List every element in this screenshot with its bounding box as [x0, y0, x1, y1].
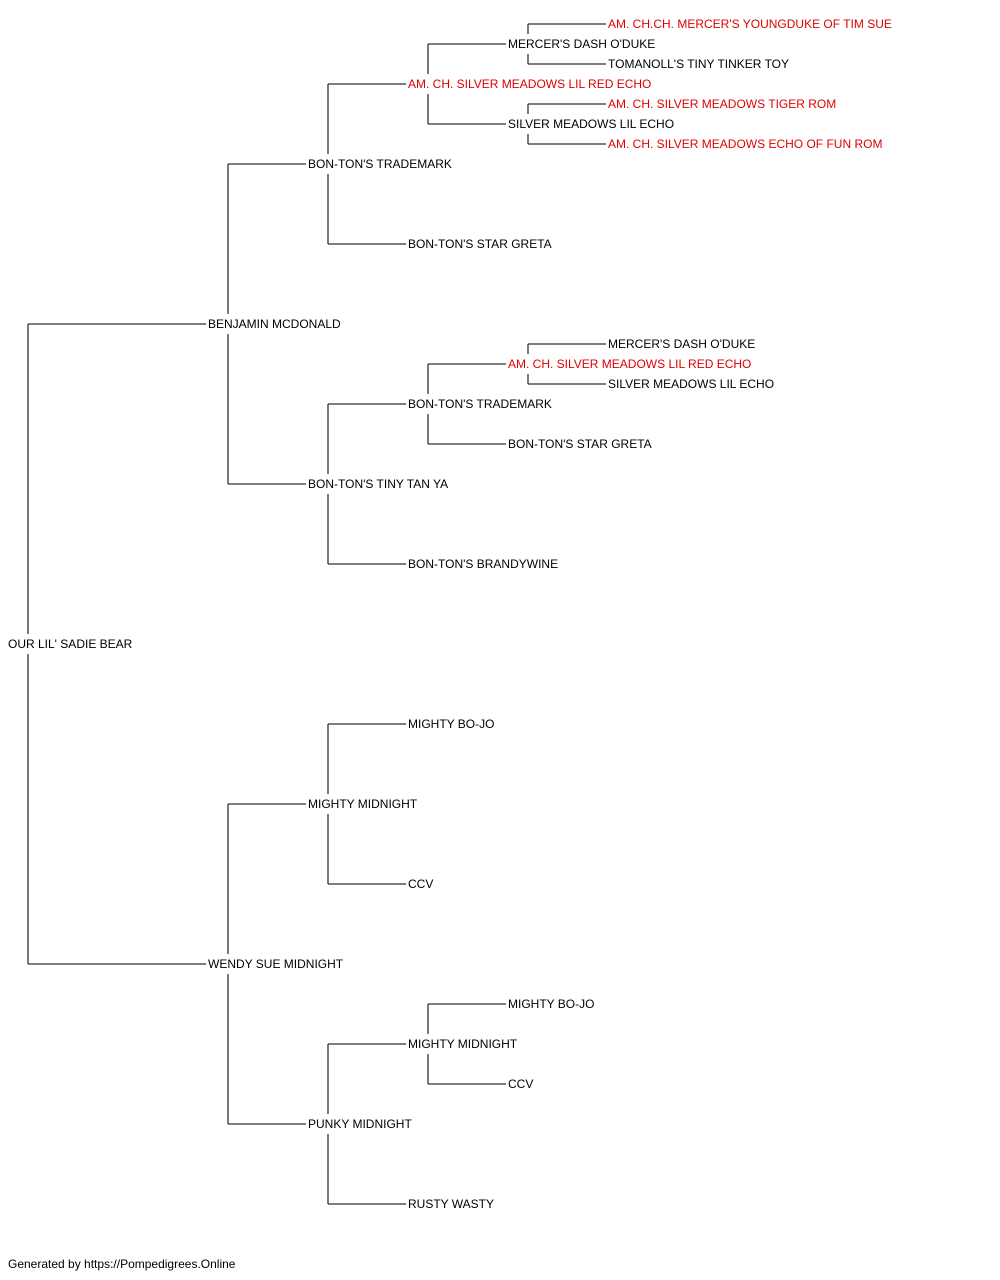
pedigree-name: AM. CH.CH. MERCER'S YOUNGDUKE OF TIM SUE: [608, 17, 894, 31]
pedigree-name: AM. CH. SILVER MEADOWS LIL RED ECHO: [408, 77, 654, 91]
pedigree-name: MIGHTY MIDNIGHT: [308, 797, 420, 811]
pedigree-name: BON-TON'S BRANDYWINE: [408, 557, 561, 571]
pedigree-name: WENDY SUE MIDNIGHT: [208, 957, 346, 971]
pedigree-name: AM. CH. SILVER MEADOWS LIL RED ECHO: [508, 357, 754, 371]
pedigree-name: MIGHTY BO-JO: [408, 717, 497, 731]
pedigree-name: MIGHTY MIDNIGHT: [408, 1037, 520, 1051]
footer-credit: Generated by https://Pompedigrees.Online: [8, 1257, 236, 1271]
pedigree-name: BON-TON'S STAR GRETA: [508, 437, 654, 451]
pedigree-name: BON-TON'S TINY TAN YA: [308, 477, 451, 491]
pedigree-name: SILVER MEADOWS LIL ECHO: [608, 377, 777, 391]
pedigree-name: RUSTY WASTY: [408, 1197, 497, 1211]
pedigree-name: MIGHTY BO-JO: [508, 997, 597, 1011]
pedigree-name: MERCER'S DASH O'DUKE: [608, 337, 758, 351]
pedigree-name: BON-TON'S STAR GRETA: [408, 237, 554, 251]
pedigree-name: BON-TON'S TRADEMARK: [408, 397, 554, 411]
pedigree-name: PUNKY MIDNIGHT: [308, 1117, 414, 1131]
pedigree-name: BENJAMIN MCDONALD: [208, 317, 343, 331]
pedigree-name: SILVER MEADOWS LIL ECHO: [508, 117, 677, 131]
pedigree-name: CCV: [508, 1077, 536, 1091]
pedigree-name: MERCER'S DASH O'DUKE: [508, 37, 658, 51]
pedigree-name: CCV: [408, 877, 436, 891]
pedigree-name: TOMANOLL'S TINY TINKER TOY: [608, 57, 792, 71]
pedigree-name: OUR LIL' SADIE BEAR: [8, 637, 135, 651]
pedigree-name: BON-TON'S TRADEMARK: [308, 157, 454, 171]
pedigree-name: AM. CH. SILVER MEADOWS TIGER ROM: [608, 97, 839, 111]
pedigree-name: AM. CH. SILVER MEADOWS ECHO OF FUN ROM: [608, 137, 885, 151]
